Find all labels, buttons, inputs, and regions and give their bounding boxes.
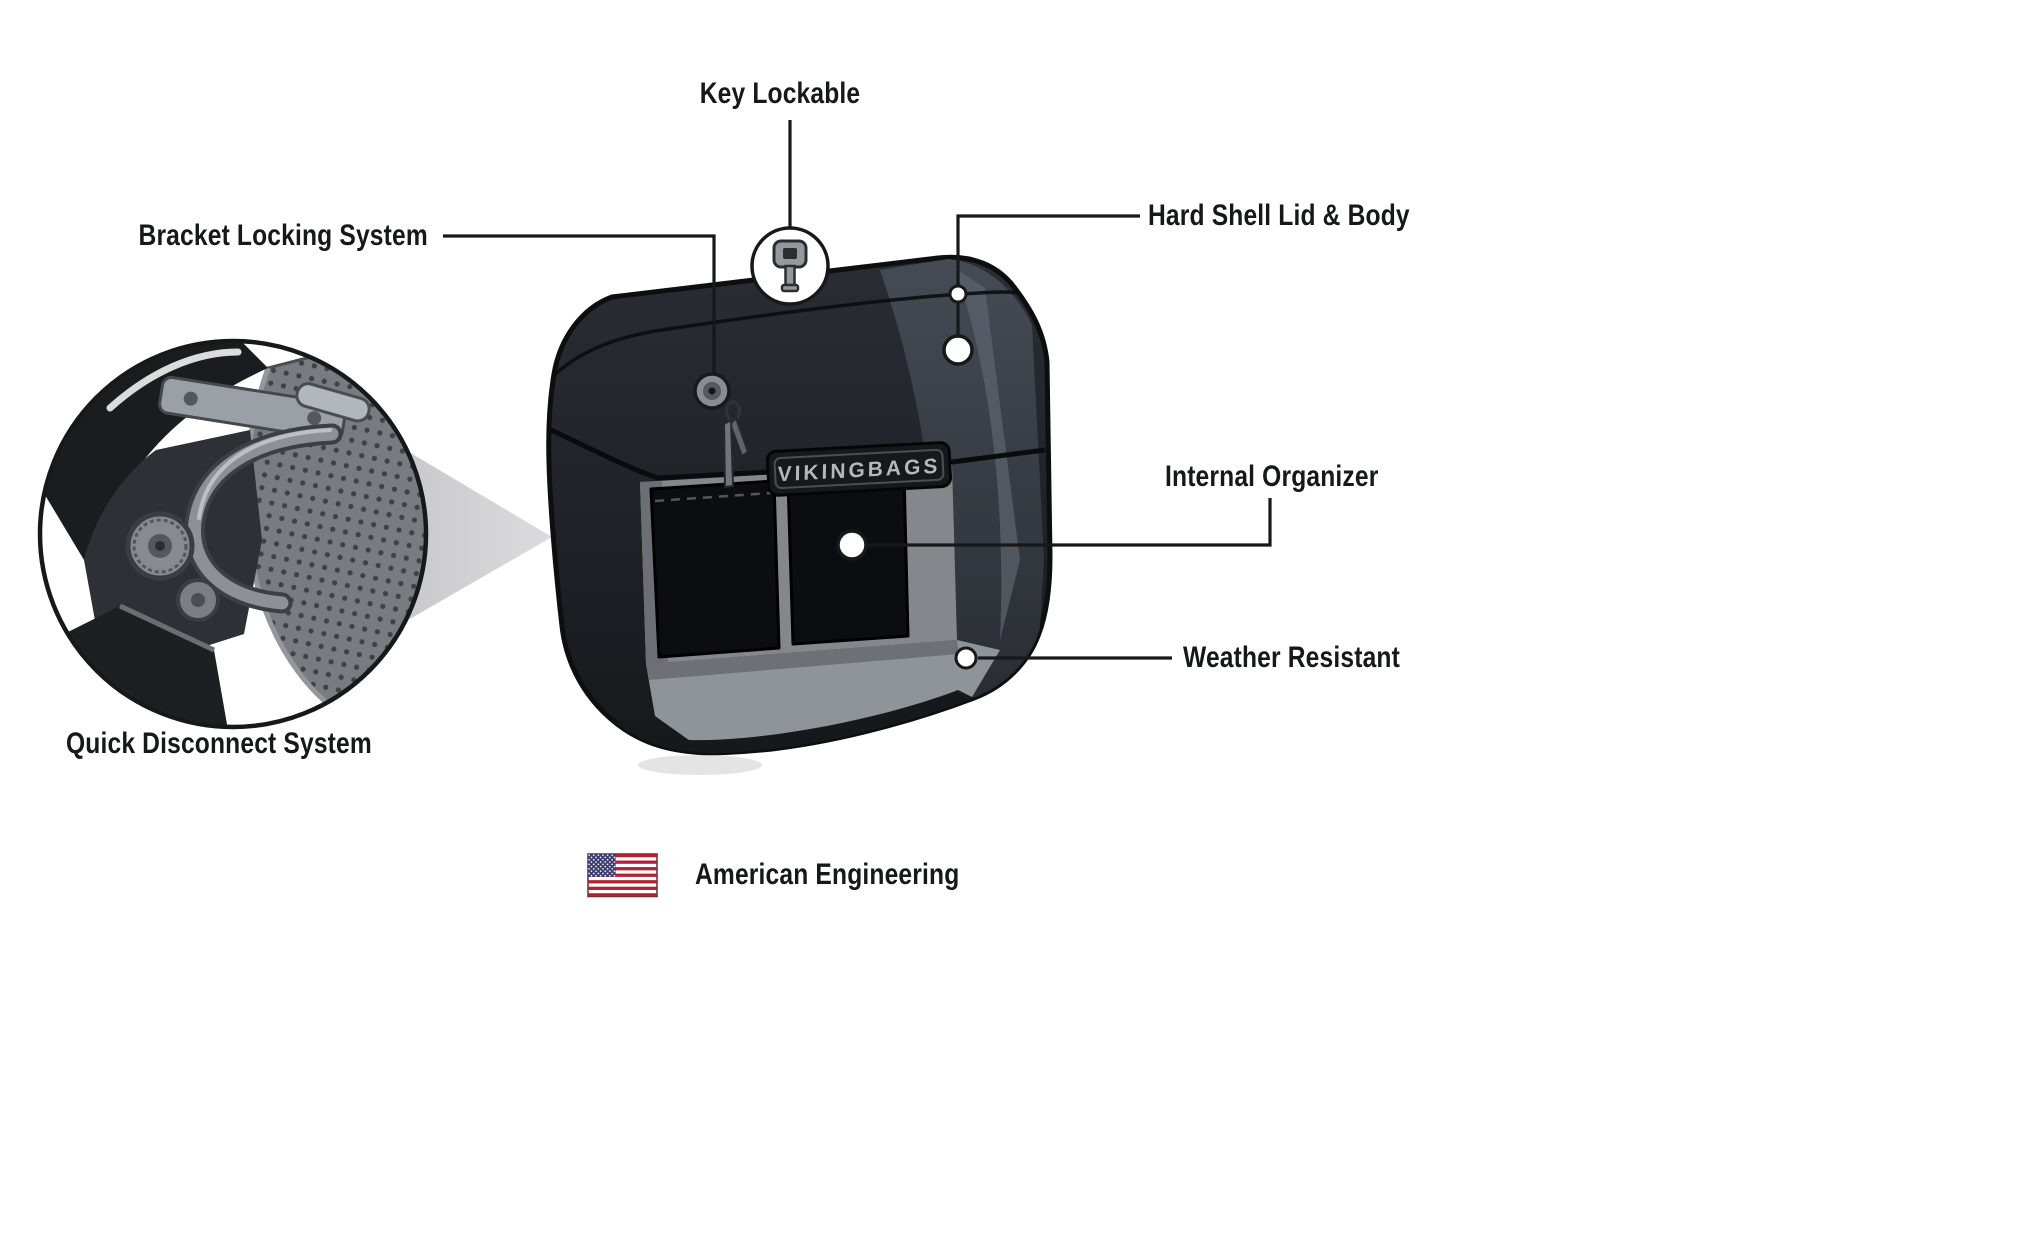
- marker-hard-shell-large: [942, 334, 974, 366]
- inset-border: [37, 338, 429, 730]
- key-icon: [750, 226, 830, 306]
- marker-hard-shell-small: [948, 284, 968, 304]
- us-flag-icon: [587, 853, 658, 898]
- feature-markers: [836, 284, 978, 670]
- lock-icon: [693, 372, 750, 489]
- callout-quick-disconnect-system: Quick Disconnect System: [66, 727, 372, 760]
- quick-disconnect-inset: [37, 338, 429, 730]
- brand-badge: VIKINGBAGS: [765, 441, 953, 497]
- bag-top-edge: [551, 290, 1019, 378]
- callout-bracket-locking-system: Bracket Locking System: [138, 219, 428, 252]
- lid-seam: [549, 427, 1046, 481]
- floor-shadow: [646, 640, 959, 680]
- ground-shadow: [638, 755, 762, 775]
- inset-u-rod: [184, 423, 343, 614]
- callout-internal-organizer: Internal Organizer: [1165, 460, 1379, 493]
- callout-weather-resistant: Weather Resistant: [1183, 641, 1400, 674]
- inset-knob-large: [125, 511, 195, 581]
- inset-knob-small: [176, 578, 220, 622]
- marker-internal-organizer: [836, 529, 868, 561]
- organizer-pocket-left: [649, 479, 781, 659]
- leader-bracket-locking: [443, 234, 716, 373]
- callout-hard-shell-lid-body: Hard Shell Lid & Body: [1148, 199, 1410, 232]
- bag-gloss-streak: [955, 268, 1020, 640]
- saddlebag-illustration: VIKINGBAGS: [546, 254, 1053, 756]
- inset-pin: [295, 382, 371, 423]
- bag-bottom-rim: [611, 690, 974, 753]
- callout-key-lockable: Key Lockable: [699, 77, 861, 110]
- inset-bracket-bar: [158, 375, 347, 441]
- footer-american-engineering: American Engineering: [695, 858, 960, 891]
- leader-internal-organizer: [866, 498, 1272, 547]
- marker-weather-resistant: [954, 646, 978, 670]
